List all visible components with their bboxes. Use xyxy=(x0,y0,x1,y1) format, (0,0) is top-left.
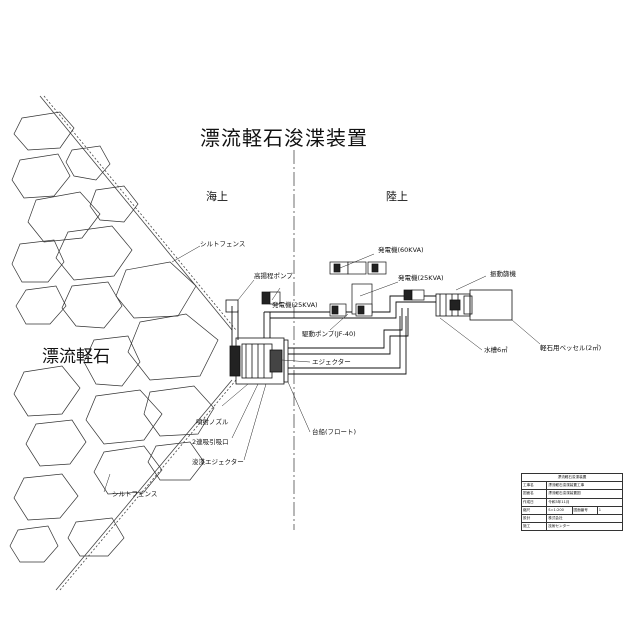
silt-fence-label-top: シルトフェンス xyxy=(200,240,245,248)
generator-60-label: 発電機(60KVA) xyxy=(378,246,424,254)
generator-25-right-label: 発電機(25KVA) xyxy=(398,274,444,282)
title-block-key: 縮尺 xyxy=(522,506,547,514)
generator-25-left-label: 発電機(25KVA) xyxy=(272,301,318,309)
title-block-value: 技術センター xyxy=(547,523,623,531)
high-lift-pump-label: 高揚程ポンプ xyxy=(254,272,293,280)
dredge-ejector-label: 浚渫エジェクター xyxy=(192,458,244,466)
sea-zone-label: 海上 xyxy=(206,188,228,204)
land-zone-label: 陸上 xyxy=(386,188,408,204)
intake-label: 2連吸引吸口 xyxy=(192,438,229,446)
title-block-key: 作成日 xyxy=(522,498,547,506)
title-block-value: 株式会社 xyxy=(547,514,623,522)
silt-fence-label-bottom: シルトフェンス xyxy=(112,490,157,498)
title-block-value: 1 xyxy=(597,506,622,514)
title-block-header: 漂流軽石浚渫装置 xyxy=(522,474,623,482)
float-label: 台船(フロート) xyxy=(312,428,356,436)
jet-nozzle-label: 噴射ノズル xyxy=(196,418,229,426)
drive-pump-label: 駆動ポンプ(JF-40) xyxy=(302,330,356,338)
title-block-value: 令和3年11月 xyxy=(547,498,623,506)
title-block: 漂流軽石浚渫装置 工事名 漂流軽石浚渫装置工事 図面名 漂流軽石浚渫装置図 作成… xyxy=(521,473,623,539)
title-block-value: S=1:200 xyxy=(547,506,572,514)
title-block-key: 図面番号 xyxy=(572,506,597,514)
title-block-key: 施工 xyxy=(522,523,547,531)
vibrating-sieve-label: 振動篩機 xyxy=(490,270,516,278)
sieve-and-bag xyxy=(436,290,512,320)
pumice-area-label: 漂流軽石 xyxy=(42,342,110,367)
title-block-key: 設計 xyxy=(522,514,547,522)
title-block-key: 図面名 xyxy=(522,490,547,498)
title-block-value: 漂流軽石浚渫装置図 xyxy=(547,490,623,498)
water-tank-label: 水槽6㎥ xyxy=(484,346,508,354)
ejector-label: エジェクター xyxy=(312,358,351,366)
title-block-value: 漂流軽石浚渫装置工事 xyxy=(547,482,623,490)
title-block-key: 工事名 xyxy=(522,482,547,490)
title-block-table: 漂流軽石浚渫装置 工事名 漂流軽石浚渫装置工事 図面名 漂流軽石浚渫装置図 作成… xyxy=(521,473,623,531)
diagram-title: 漂流軽石浚渫装置 xyxy=(200,122,368,151)
dredge-unit xyxy=(226,300,288,384)
bag-label: 軽石用ベッセル(2㎥) xyxy=(540,344,601,352)
